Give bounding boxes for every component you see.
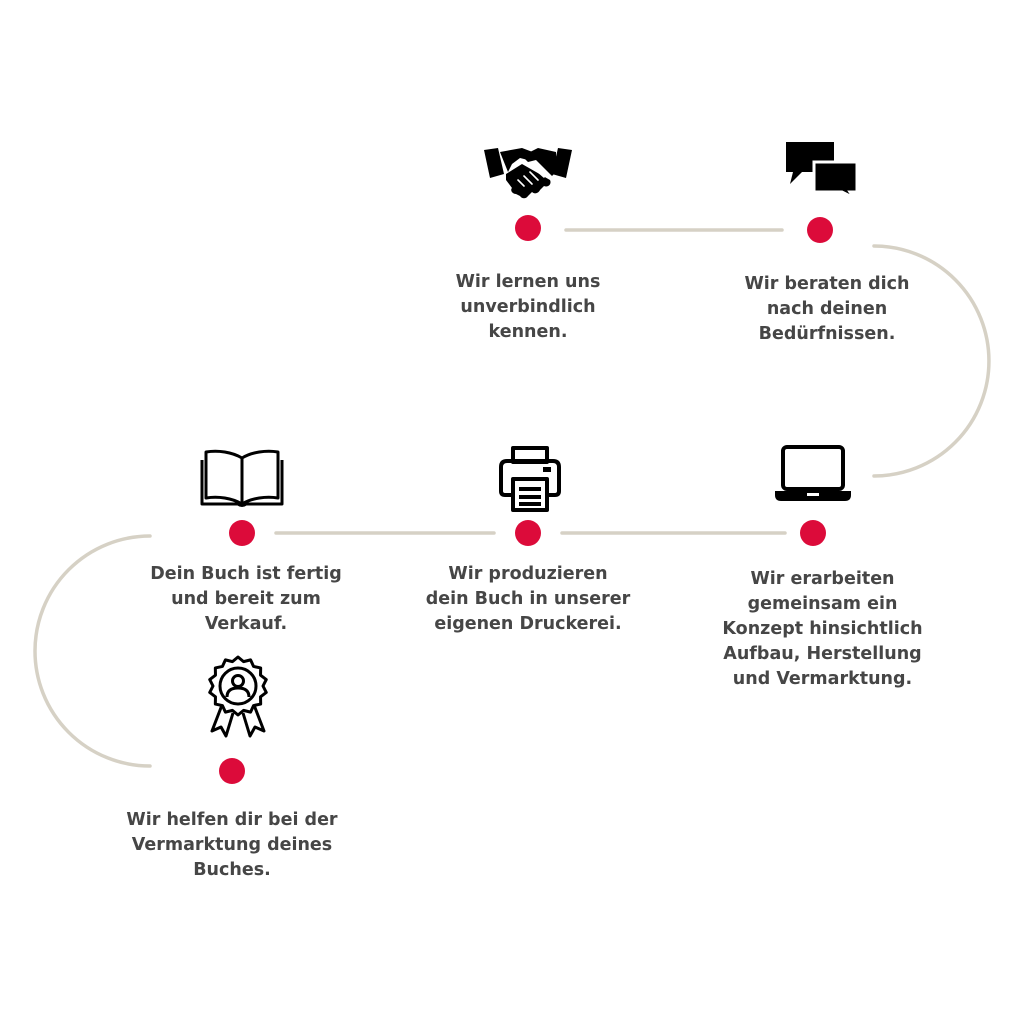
open-book-icon bbox=[200, 449, 284, 507]
laptop-icon bbox=[775, 445, 851, 501]
step-text-2: Wir beraten dich nach deinen Bedürfnisse… bbox=[744, 274, 910, 344]
step-text-3: Wir erarbeiten gemeinsam ein Konzept hin… bbox=[722, 569, 923, 689]
connector-curve-5-6 bbox=[33, 534, 152, 768]
step-dot-2 bbox=[807, 217, 833, 243]
step-dot-5 bbox=[229, 520, 255, 546]
printer-icon bbox=[499, 446, 561, 512]
award-badge-icon bbox=[208, 655, 268, 738]
step-dot-1 bbox=[515, 215, 541, 241]
chat-bubbles-icon bbox=[786, 142, 858, 200]
step-dot-3 bbox=[800, 520, 826, 546]
step-dot-4 bbox=[515, 520, 541, 546]
step-dot-6 bbox=[219, 758, 245, 784]
handshake-icon bbox=[484, 148, 572, 199]
connector-curve-2-3 bbox=[872, 244, 991, 478]
step-text-5: Dein Buch ist fertig und bereit zum Verk… bbox=[150, 564, 342, 634]
step-text-4: Wir produzieren dein Buch in unserer eig… bbox=[425, 564, 631, 634]
step-text-6: Wir helfen dir bei der Vermarktung deine… bbox=[126, 810, 338, 880]
step-text-1: Wir lernen uns unverbindlich kennen. bbox=[455, 272, 601, 342]
